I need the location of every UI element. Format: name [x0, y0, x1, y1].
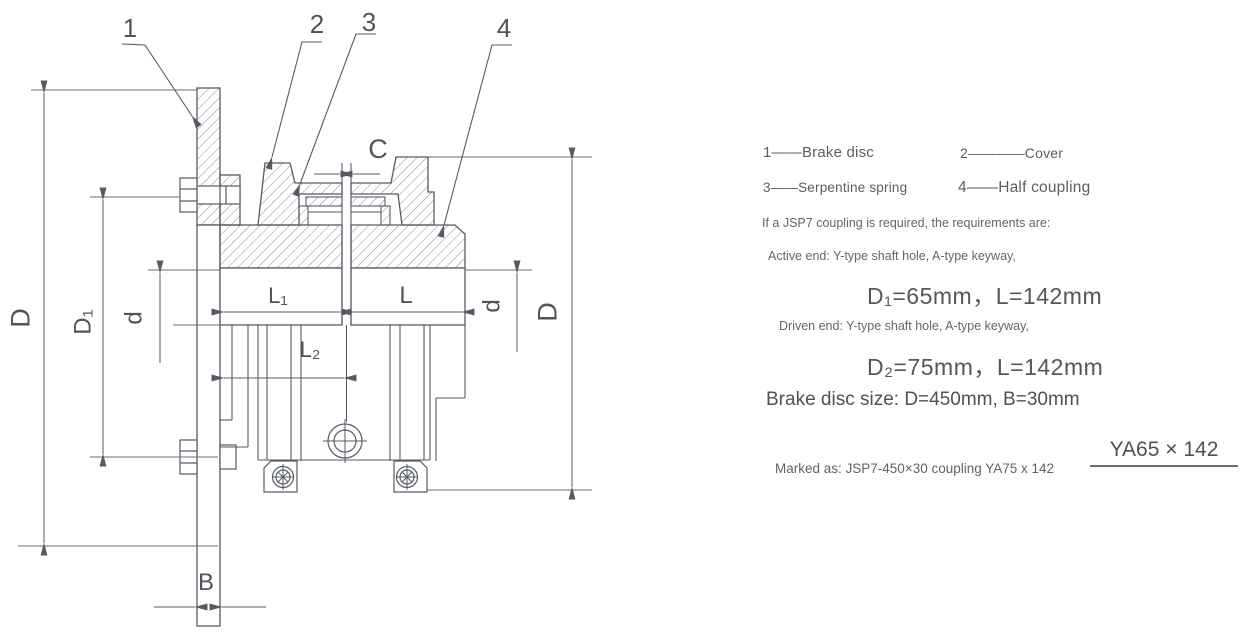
legend-serpentine-spring: 3——Serpentine spring — [763, 180, 908, 195]
dim-label-B: B — [198, 569, 214, 596]
coupling-cross-section-drawing: D D₁ d d D L₁ L L₂ C B 1 2 3 4 — [5, 7, 592, 627]
note-active-end: Active end: Y-type shaft hole, A-type ke… — [768, 249, 1016, 263]
dim-label-C: C — [368, 134, 388, 164]
marking-fraction-numerator: YA65 × 142 — [1090, 438, 1238, 467]
spec-active: D₁=65mm，L=142mm — [867, 283, 1103, 309]
dim-label-d-right: d — [478, 299, 505, 312]
part-label-1: 1 — [123, 13, 137, 43]
spec-driven: D₂=75mm，L=142mm — [867, 354, 1104, 380]
dim-label-L2: L₂ — [300, 337, 321, 362]
dim-label-d-left: d — [120, 311, 147, 324]
part-label-2: 2 — [310, 9, 324, 39]
dim-label-L: L — [399, 282, 412, 309]
center-split-gap — [341, 163, 352, 422]
note-brake-disc-size: Brake disc size: D=450mm, B=30mm — [766, 389, 1080, 410]
brake-disc — [196, 87, 221, 627]
cover-right — [350, 156, 435, 226]
note-marked-as: Marked as: JSP7-450×30 coupling YA75 x 1… — [775, 461, 1055, 476]
note-requirement: If a JSP7 coupling is required, the requ… — [762, 216, 1051, 230]
serpentine-spring — [298, 196, 391, 226]
note-driven-end: Driven end: Y-type shaft hole, A-type ke… — [779, 319, 1029, 333]
half-coupling-hubs — [219, 224, 466, 326]
dim-label-D-right: D — [532, 302, 562, 322]
legend-cover: 2————Cover — [960, 145, 1064, 161]
dim-label-D-left: D — [5, 308, 35, 328]
legend-half-coupling: 4——Half coupling — [958, 179, 1091, 196]
part-leaders — [121, 33, 512, 238]
bolt-lugs — [263, 460, 428, 493]
part-label-4: 4 — [497, 13, 511, 43]
dim-label-D1: D₁ — [69, 309, 96, 334]
legend-brake-disc: 1——Brake disc — [763, 144, 874, 161]
dimension-lines — [40, 80, 576, 611]
part-label-3: 3 — [362, 7, 376, 37]
upper-bolt — [179, 177, 241, 213]
lube-hole — [323, 419, 367, 463]
dim-label-L1: L₁ — [268, 283, 288, 308]
external-view — [220, 325, 466, 461]
